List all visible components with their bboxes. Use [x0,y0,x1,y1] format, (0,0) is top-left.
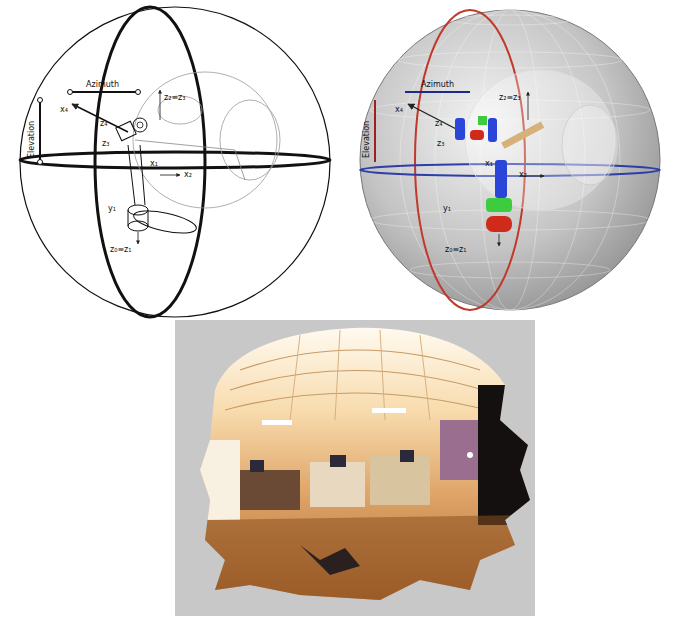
panorama-detail-part [370,455,430,505]
panorama-detail-part [290,330,430,420]
panorama-detail-part [200,440,240,520]
line-sphere-part [95,7,205,317]
blue-joint [488,118,497,142]
axis-label: x₄ [395,106,403,114]
panorama-detail-part [478,385,538,525]
axis-arrow [499,234,500,246]
panorama-detail-part [250,460,264,472]
shaded-sphere-part [360,10,660,310]
elevation-label: Elevation [363,121,371,158]
panorama-image [175,320,538,616]
panorama-detail-part [467,452,473,458]
line-sphere-part [137,122,143,128]
line-sphere-part [132,207,198,238]
line-sphere [20,7,330,317]
sphere-grid-part [400,10,620,310]
axis-label: z₄ [435,120,442,128]
line-sphere-part [38,160,43,165]
panorama-detail-part [400,450,414,462]
line-sphere-part [160,90,161,120]
green-joint [486,198,512,212]
line-sphere-part [128,205,148,215]
panorama-detail-part [310,462,365,507]
axis-label: z₂≡z₃ [499,94,521,102]
gaze-arrow [408,104,462,132]
line-sphere-part [160,175,180,176]
sphere-grid-part [450,15,570,25]
axis-label: y₁ [108,205,116,213]
azimuth-label: Azimuth [86,81,119,89]
line-sphere-part [20,7,330,317]
axis-label: z₄ [100,120,107,128]
axis-label: x₂ [519,171,527,179]
panorama-detail-part [240,470,300,510]
line-sphere-part [128,221,148,231]
line-sphere-part [128,145,135,205]
panorama-detail-part [372,408,406,413]
line-sphere-part [140,145,145,205]
panorama-detail-part [262,420,292,425]
axis-label: z₀≡z₁ [110,246,132,254]
red-base [486,216,512,232]
line-sphere-part [138,232,139,244]
blue-joint [455,118,465,140]
blue-link [495,160,507,198]
line-sphere-part [72,104,128,132]
axis-label: z₂≡z₃ [164,94,186,102]
axis-label: z₃ [102,140,109,148]
shaded-sphere [360,10,660,310]
axis-label: y₁ [443,205,451,213]
green-joint [478,116,487,125]
line-sphere-part [136,90,141,95]
panorama-detail-part [440,420,478,480]
axis-label: x₂ [184,171,192,179]
panorama-detail [200,330,538,600]
line-sphere-part [38,98,43,103]
panorama-detail-part [200,515,530,600]
head-shell [562,105,618,185]
panorama-detail-part [225,350,495,412]
line-sphere-part [68,90,73,95]
line-sphere-part [133,118,147,132]
axis-label: x₄ [60,106,68,114]
azimuth-bar [405,91,470,93]
axis-label: x₁ [150,160,158,168]
tan-link [501,122,544,149]
line-sphere-part [133,72,277,208]
axis-label: z₃ [437,140,444,148]
red-joint [470,130,484,140]
line-sphere-part [220,100,280,180]
elevation-label: Elevation [28,121,36,158]
azimuth-label: Azimuth [421,81,454,89]
sphere-grid [370,10,650,310]
line-sphere-part [39,100,41,162]
elevation-bar [374,100,376,162]
line-sphere-part [135,140,245,180]
line-sphere-part [20,152,330,168]
panorama-detail-part [330,455,346,467]
axis-arrow [528,92,529,120]
axis-label: z₀≡z₁ [445,246,467,254]
axis-label: x₁ [485,160,493,168]
panorama-detail-part [300,545,360,575]
line-sphere-part [70,91,138,93]
